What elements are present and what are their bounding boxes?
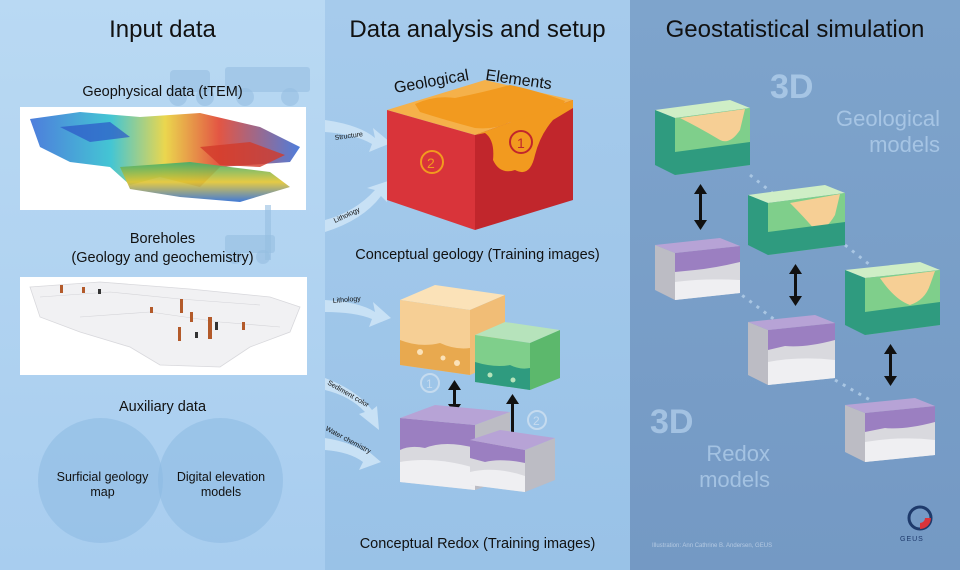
simulation-diagram [655, 100, 940, 531]
boreholes-visual [29, 281, 301, 368]
redox-marker-1: 1 [426, 377, 433, 391]
element-2-marker: 2 [427, 155, 435, 171]
geological-models-text: Geological models [780, 106, 940, 158]
boreholes-label-line-2: (Geology and geochemistry) [71, 250, 254, 266]
redox-model-3 [845, 398, 935, 462]
dem-line-2: models [200, 485, 242, 499]
redox-models-text: Redox models [650, 441, 770, 493]
data-analysis-panel: Data analysis and setup Structure Lithol… [325, 0, 630, 570]
simulation-double-arrows [694, 184, 897, 386]
vehicle-silhouette-icon [169, 67, 310, 106]
geology-cube: 1 2 [387, 80, 573, 230]
boreholes-label: Boreholes (Geology and geochemistry) [0, 230, 325, 268]
redox-3d-text: 3D [650, 403, 694, 441]
dem-circle [158, 418, 283, 543]
redox-blocks [400, 405, 555, 492]
input-data-title: Input data [109, 16, 216, 43]
analysis-diagram: Structure Lithology Lithology Sediment c… [325, 67, 573, 492]
geology-model-2 [748, 185, 845, 255]
simulation-title: Geostatistical simulation [665, 16, 925, 43]
boreholes-image [20, 277, 307, 375]
geo-3d-text: 3D [770, 68, 814, 106]
conceptual-geology-label: Conceptual geology (Training images) [355, 247, 600, 263]
ttem-image [20, 107, 306, 210]
redox-word: Redox [706, 441, 770, 466]
geology-model-3 [845, 262, 940, 335]
dem-label: Digital elevation models [162, 470, 280, 500]
boreholes-label-line-1: Boreholes [129, 231, 196, 247]
geological-word: Geological [836, 106, 940, 131]
geus-logo-icon [907, 505, 933, 531]
structure-label: Structure [334, 131, 363, 142]
sediment-color-label: Sediment color [326, 380, 371, 410]
lithology-arrow-2 [325, 300, 391, 327]
dem-line-1: Digital elevation [176, 470, 266, 484]
sediment-color-arrow [325, 378, 379, 430]
simulation-panel: Geostatistical simulation 3D Geological … [630, 0, 960, 570]
geological-models-word: models [869, 132, 940, 157]
lithology-label-2: Lithology [333, 296, 362, 305]
lithology-blocks [400, 285, 560, 390]
conceptual-redox-label: Conceptual Redox (Training images) [359, 536, 596, 552]
redox-models-word: models [699, 467, 770, 492]
redox-marker-2: 2 [533, 414, 540, 428]
input-data-panel: Input data Geophysical data (tTEM) [0, 0, 325, 570]
redox-model-1 [655, 238, 740, 300]
illustration-credit: Illustration: Ann Cathrine B. Andersen, … [652, 543, 773, 549]
surficial-geology-circle [38, 418, 163, 543]
auxiliary-data-label: Auxiliary data [118, 399, 207, 415]
geus-logo-text: GEUS [900, 536, 924, 543]
geophysical-data-label: Geophysical data (tTEM) [82, 84, 243, 100]
surficial-geology-line-2: map [90, 485, 115, 499]
redox-model-2 [748, 315, 835, 385]
water-chemistry-arrow [325, 438, 381, 470]
element-1-marker: 1 [517, 135, 525, 151]
lithology-arrow-1 [325, 180, 391, 232]
surficial-geology-line-1: Surficial geology [56, 470, 149, 484]
surficial-geology-label: Surficial geology map [45, 470, 160, 500]
data-analysis-title: Data analysis and setup [349, 16, 606, 43]
ttem-resistivity-visual [30, 112, 300, 202]
drill-rig-silhouette-icon [225, 205, 275, 264]
geology-model-1 [655, 100, 750, 175]
structure-arrow [325, 120, 391, 152]
